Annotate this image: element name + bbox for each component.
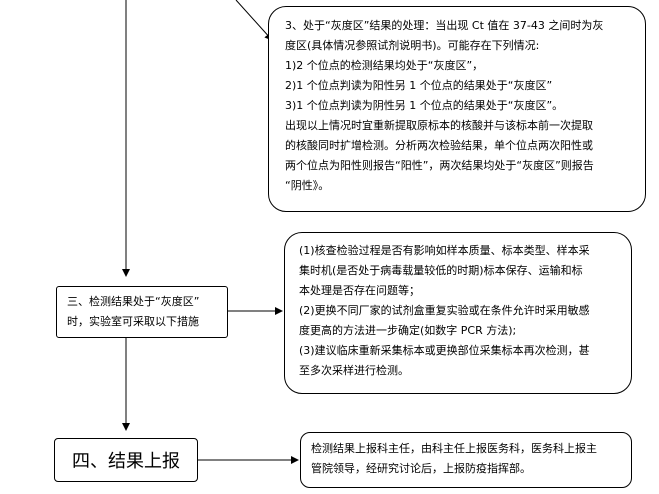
measures-line-2: 集时机(是否处于病毒载量较低的时期)标本保存、运输和标 [299, 264, 583, 277]
measures-box: (1)核查检验过程是否有影响如样本质量、标本类型、样本采 集时机(是否处于病毒载… [284, 232, 632, 394]
measures-line-4: (2)更换不同厂家的试剂盒重复实验或在条件允许时采用敏感 [299, 304, 590, 317]
step4-result-report-box: 四、结果上报 [54, 438, 198, 482]
report-line-1: 检测结果上报科主任，由科主任上报医务科，医务科上报主 [311, 442, 597, 455]
gray-zone-handling-box: 3、处于“灰度区”结果的处理：当出现 Ct 值在 37-43 之间时为灰 度区(… [268, 6, 646, 212]
gray-zone-line-1: 3、处于“灰度区”结果的处理：当出现 Ct 值在 37-43 之间时为灰 [285, 19, 604, 32]
gray-zone-line-9: “阴性》。 [285, 179, 330, 192]
gray-zone-line-8: 两个位点为阳性则报告“阳性”，两次结果均处于“灰度区”则报告 [285, 159, 594, 172]
measures-line-6: (3)建议临床重新采集标本或更换部位采集标本再次检测，甚 [299, 344, 590, 357]
gray-zone-line-3: 1)2 个位点的检测结果均处于“灰度区”， [285, 59, 484, 72]
gray-zone-line-5: 3)1 个位点判读为阴性另 1 个位点的结果处于“灰度区”。 [285, 99, 564, 112]
gray-zone-line-6: 出现以上情况时宜重新提取原标本的核酸并与该标本前一次提取 [285, 119, 593, 132]
measures-line-3: 本处理是否存在问题等； [299, 284, 420, 297]
gray-zone-line-4: 2)1 个位点判读为阳性另 1 个位点的结果处于“灰度区” [285, 79, 553, 92]
gray-zone-line-7: 的核酸同时扩增检测。分析两次检验结果，单个位点两次阳性或 [285, 139, 593, 152]
measures-line-7: 至多次采样进行检测。 [299, 364, 409, 377]
step3-line-2: 时，实验室可采取以下措施 [67, 315, 199, 328]
step3-gray-zone-box: 三、检测结果处于“灰度区” 时，实验室可采取以下措施 [56, 286, 228, 338]
measures-line-5: 度更高的方法进一步确定(如数字 PCR 方法); [299, 324, 517, 337]
gray-zone-line-2: 度区(具体情况参照试剂说明书)。可能存在下列情况: [285, 39, 540, 52]
measures-line-1: (1)核查检验过程是否有影响如样本质量、标本类型、样本采 [299, 244, 590, 257]
diagonal-arrow-to-gray-zone [235, 0, 273, 41]
report-process-box: 检测结果上报科主任，由科主任上报医务科，医务科上报主 管院领导，经研究讨论后，上… [300, 432, 632, 488]
report-line-2: 管院领导，经研究讨论后，上报防疫指挥部。 [311, 462, 531, 475]
step3-line-1: 三、检测结果处于“灰度区” [67, 295, 200, 308]
step4-title: 四、结果上报 [72, 451, 180, 472]
